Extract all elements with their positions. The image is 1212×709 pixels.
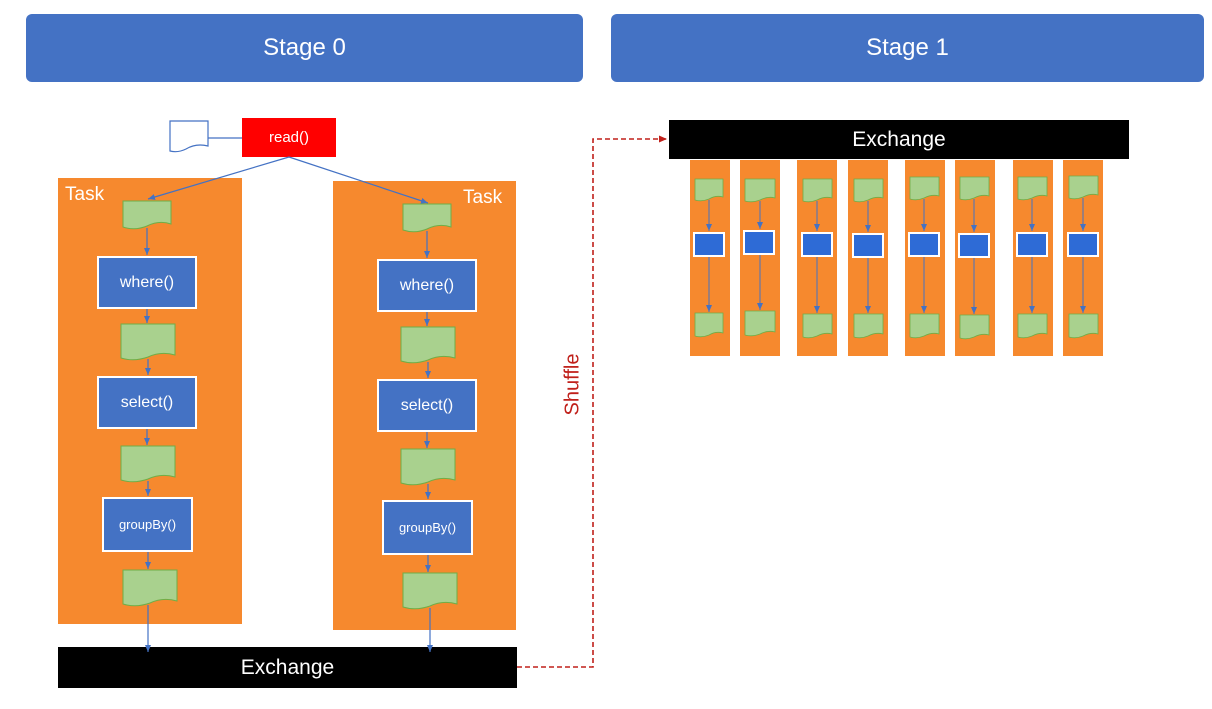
where-node-right: where() bbox=[377, 259, 477, 312]
select-label-left: select() bbox=[120, 393, 174, 411]
data-shape-icon bbox=[909, 313, 940, 339]
partition-op-node bbox=[1016, 232, 1048, 257]
data-shape-icon bbox=[122, 200, 172, 230]
data-shape-icon bbox=[959, 314, 990, 340]
data-shape-icon bbox=[909, 176, 940, 201]
data-shape-icon bbox=[1068, 313, 1099, 339]
where-label-left: where() bbox=[119, 273, 175, 291]
partition-op-node bbox=[743, 230, 775, 255]
stage-0-title: Stage 0 bbox=[263, 34, 346, 61]
shuffle-arrow bbox=[517, 135, 667, 668]
groupby-node-left: groupBy() bbox=[102, 497, 193, 552]
groupby-label-left: groupBy() bbox=[118, 517, 177, 532]
read-label: read() bbox=[268, 129, 309, 146]
data-shape-icon bbox=[853, 178, 884, 203]
data-shape-icon bbox=[120, 323, 176, 361]
data-shape-icon bbox=[959, 176, 990, 201]
read-to-left-task bbox=[147, 156, 290, 200]
data-shape-icon bbox=[802, 313, 833, 339]
read-to-right-task bbox=[288, 156, 429, 204]
select-label-right: select() bbox=[400, 396, 454, 414]
data-shape-icon bbox=[1068, 175, 1099, 200]
task-label-left: Task bbox=[65, 184, 105, 205]
data-shape-icon bbox=[402, 572, 458, 610]
groupby-node-right: groupBy() bbox=[382, 500, 473, 555]
data-shape-icon bbox=[400, 326, 456, 364]
data-shape-icon bbox=[120, 445, 176, 483]
stage-0-header: Stage 0 bbox=[26, 14, 583, 82]
data-shape-icon bbox=[694, 312, 724, 338]
partition-op-node bbox=[801, 232, 833, 257]
task-label-right: Task bbox=[463, 187, 503, 208]
read-node: read() bbox=[242, 118, 336, 157]
where-label-right: where() bbox=[399, 276, 455, 294]
groupby-label-right: groupBy() bbox=[398, 520, 457, 535]
partition-op-node bbox=[958, 233, 990, 258]
data-shape-icon bbox=[853, 313, 884, 339]
data-shape-icon bbox=[122, 569, 178, 607]
select-node-left: select() bbox=[97, 376, 197, 429]
partition-op-node bbox=[852, 233, 884, 258]
partition-op-node bbox=[908, 232, 940, 257]
data-shape-icon bbox=[744, 310, 776, 337]
stage-1-header: Stage 1 bbox=[611, 14, 1204, 82]
data-shape-icon bbox=[744, 178, 776, 203]
partition-op-node bbox=[693, 232, 725, 257]
source-document-icon bbox=[169, 120, 209, 153]
data-shape-icon bbox=[1017, 176, 1048, 201]
stage-0-exchange-label: Exchange bbox=[240, 655, 335, 679]
stage-1-title: Stage 1 bbox=[866, 34, 949, 61]
data-shape-icon bbox=[802, 178, 833, 203]
data-shape-icon bbox=[1017, 313, 1048, 339]
data-shape-icon bbox=[400, 448, 456, 486]
where-node-left: where() bbox=[97, 256, 197, 309]
partition-op-node bbox=[1067, 232, 1099, 257]
data-shape-icon bbox=[402, 203, 452, 233]
stage-1-exchange: Exchange bbox=[669, 120, 1129, 159]
stage-0-exchange: Exchange bbox=[58, 647, 517, 688]
data-shape-icon bbox=[694, 178, 724, 202]
select-node-right: select() bbox=[377, 379, 477, 432]
stage-1-exchange-label: Exchange bbox=[852, 127, 946, 151]
